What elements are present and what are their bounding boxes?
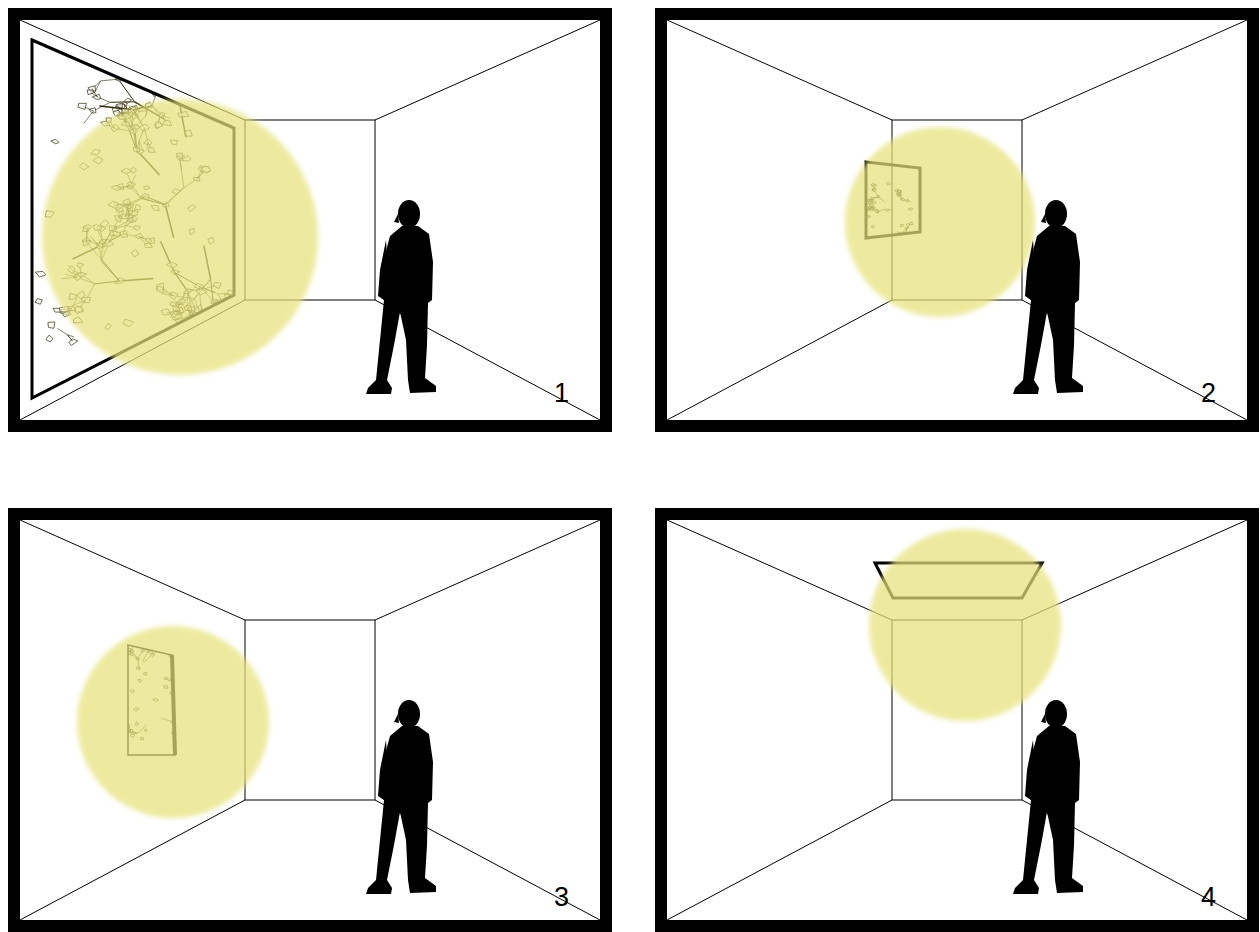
callout-number: 1 xyxy=(554,380,569,407)
callout-number: 4 xyxy=(1201,884,1216,911)
callout-number: 2 xyxy=(1201,380,1216,407)
panel-four xyxy=(661,514,1253,926)
panel-one xyxy=(14,14,606,426)
panel-two xyxy=(661,14,1253,426)
callout-number: 3 xyxy=(554,884,569,911)
panel-three xyxy=(14,514,606,926)
